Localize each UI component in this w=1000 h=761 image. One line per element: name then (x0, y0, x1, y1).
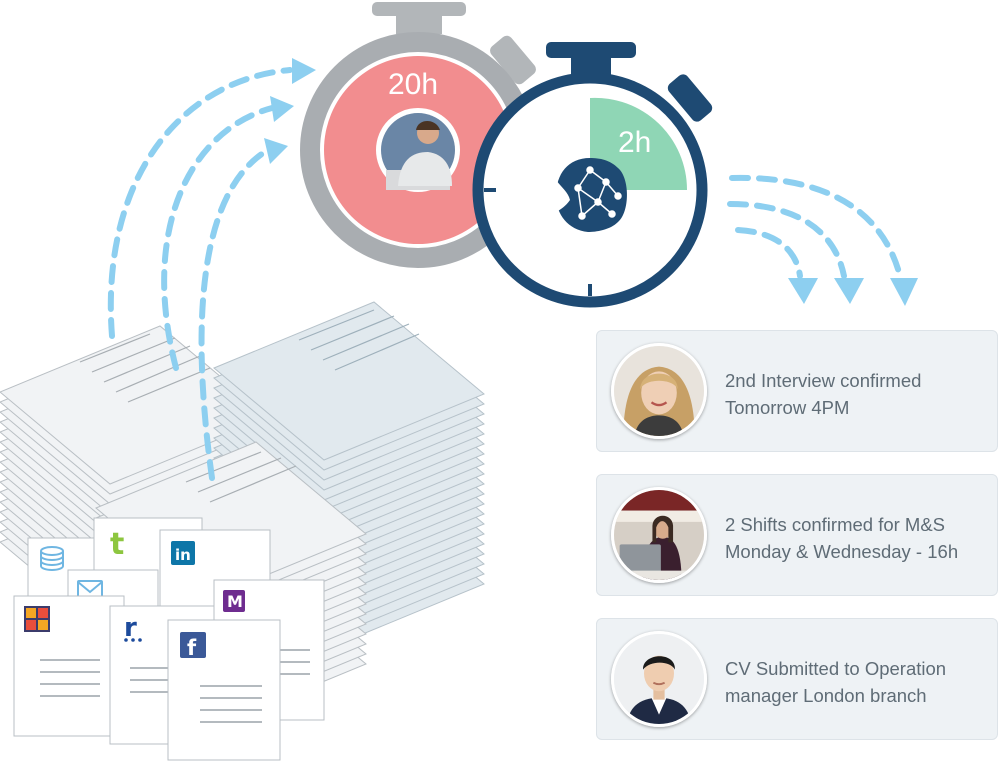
facebook-doc: f (167, 619, 281, 761)
svg-text:f: f (187, 636, 197, 660)
automated-time-label: 2h (618, 126, 652, 159)
shifts-line2: Monday & Wednesday - 16h (725, 541, 959, 562)
source-documents: t in M (13, 517, 325, 761)
svg-text:in: in (175, 546, 191, 564)
woman-laptop-avatar (611, 487, 707, 583)
svg-text:M: M (227, 592, 243, 611)
facebook-icon (180, 632, 206, 658)
interview-line2: Tomorrow 4PM (725, 397, 850, 418)
job-board-icon (24, 606, 50, 632)
job-board-doc (13, 595, 125, 737)
man-suit-avatar (611, 631, 707, 727)
stressed-worker-avatar (376, 108, 460, 192)
cv-line2: manager London branch (725, 685, 927, 706)
svg-text:r: r (124, 613, 137, 643)
database-icon (40, 546, 64, 571)
cv-stack-left (0, 325, 271, 635)
linkedin-icon (171, 541, 195, 565)
shifts-line1: 2 Shifts confirmed for M&S (725, 514, 946, 535)
ai-brain-icon (556, 158, 627, 232)
notification-card-cv: CV Submitted to Operation manager London… (596, 618, 998, 740)
incoming-arrow-heads (264, 58, 316, 164)
notification-card-shifts: 2 Shifts confirmed for M&S Monday & Wedn… (596, 474, 998, 596)
monster-icon (223, 590, 245, 612)
manual-time-label: 20h (388, 68, 439, 101)
outgoing-flow-arrows (727, 174, 903, 279)
interview-line1: 2nd Interview confirmed (725, 370, 922, 391)
notification-card-interview: 2nd Interview confirmed Tomorrow 4PM (596, 330, 998, 452)
reed-icon: r (124, 613, 142, 643)
incoming-flow-arrows (107, 67, 293, 481)
outgoing-arrow-heads (788, 278, 918, 306)
woman-blonde-avatar (611, 343, 707, 439)
cv-stack-right (213, 301, 485, 651)
t-logo-icon: t (110, 527, 124, 562)
automated-stopwatch (472, 42, 713, 308)
cv-line1: CV Submitted to Operation (725, 658, 947, 679)
cv-stack-middle (95, 441, 367, 731)
